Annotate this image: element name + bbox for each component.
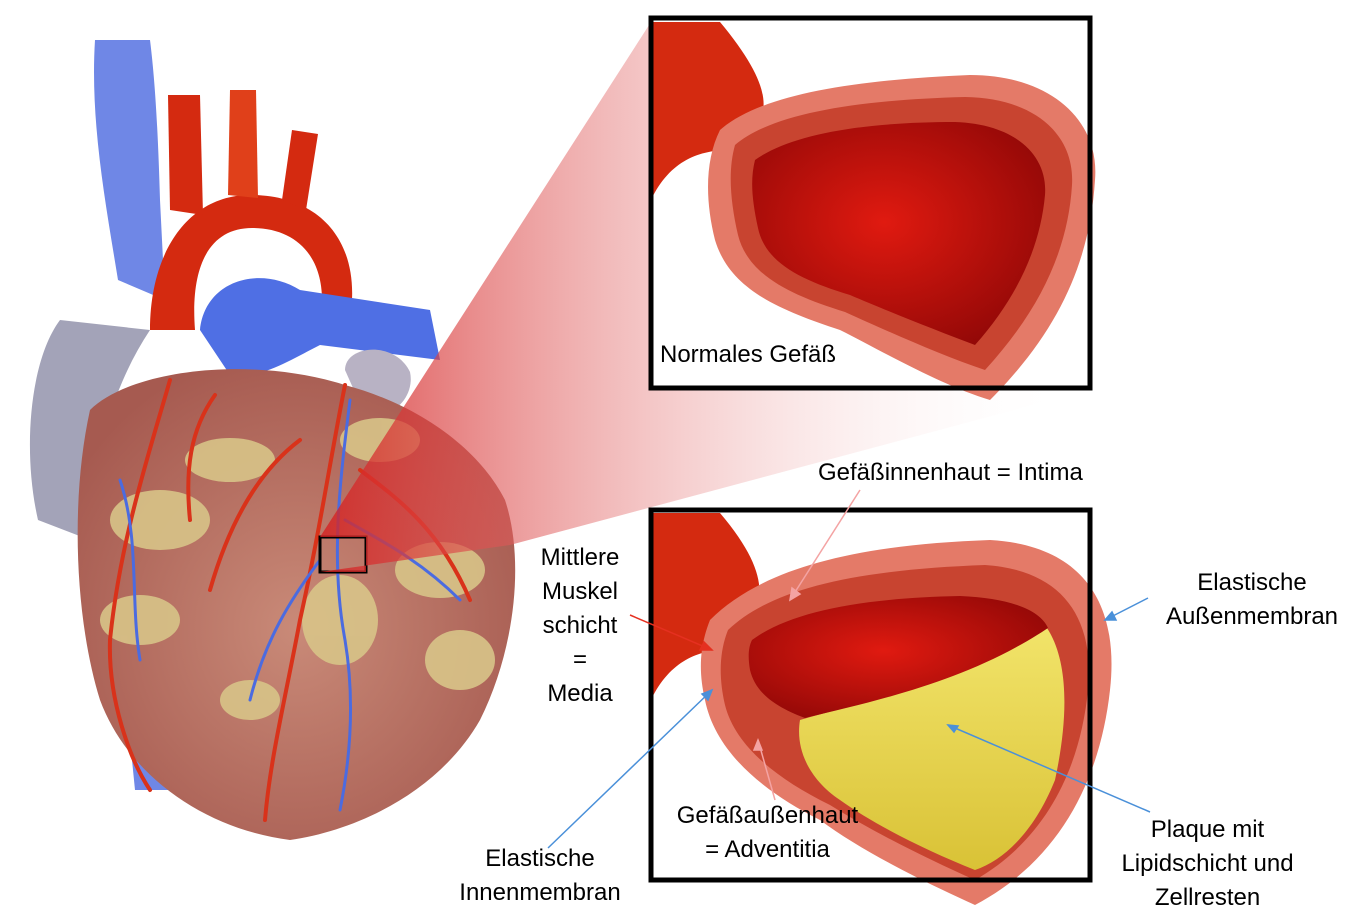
aortic-branch-1 [168, 95, 203, 215]
plaque-label: Plaque mit Lipidschicht und Zellresten [1100, 813, 1315, 915]
superior-vena-cava [94, 40, 165, 300]
adventitia-label: Gefäßaußenhaut = Adventitia [655, 799, 880, 867]
pulmonary-trunk [200, 278, 440, 376]
outer-membrane-label-line: Elastische [1142, 566, 1362, 600]
adventitia-label-line: = Adventitia [655, 833, 880, 867]
intima-label: Gefäßinnenhaut = Intima [818, 456, 1083, 490]
media-label-line: = [530, 643, 630, 677]
media-label-line: Mittlere [530, 541, 630, 575]
normal-vessel-panel: Normales Gefäß [651, 18, 1095, 400]
media-label-line: schicht [530, 609, 630, 643]
plaque-label-line: Lipidschicht und [1100, 847, 1315, 881]
media-label-line: Media [530, 677, 630, 711]
inner-membrane-label: Elastische Innenmembran [430, 842, 650, 910]
media-label-line: Muskel [530, 575, 630, 609]
plaque-label-line: Zellresten [1100, 881, 1315, 915]
plaque-label-line: Plaque mit [1100, 813, 1315, 847]
aortic-branch-2 [228, 90, 258, 198]
adventitia-label-line: Gefäßaußenhaut [655, 799, 880, 833]
inner-membrane-label-line: Innenmembran [430, 876, 650, 910]
aortic-branch-3 [282, 130, 318, 210]
outer-membrane-label: Elastische Außenmembran [1142, 566, 1362, 634]
media-label: Mittlere Muskel schicht = Media [530, 541, 630, 711]
inner-membrane-label-line: Elastische [430, 842, 650, 876]
outer-membrane-label-line: Außenmembran [1142, 600, 1362, 634]
normal-vessel-label: Normales Gefäß [660, 341, 836, 368]
